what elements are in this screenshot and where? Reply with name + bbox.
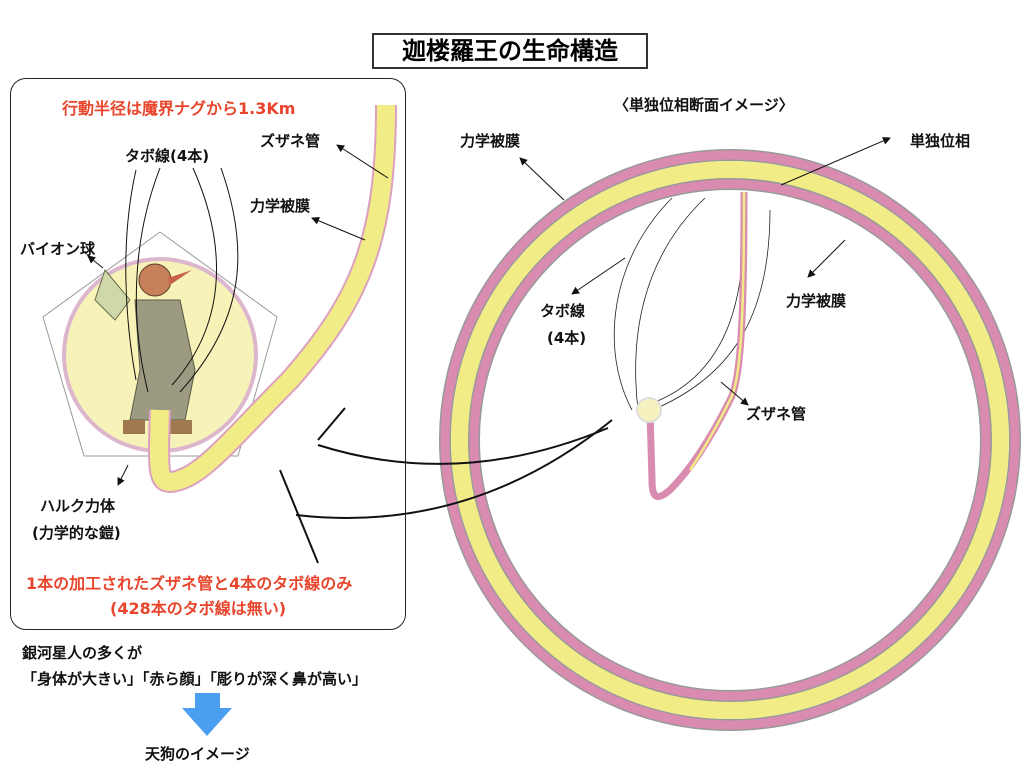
label-hulk-2: (力学的な鎧) [32, 524, 121, 542]
bottom-line-1: 銀河星人の多くが [22, 644, 143, 662]
label-hulk-1: ハルク力体 [40, 497, 116, 515]
phase-ring [439, 149, 1021, 731]
label-membrane-left: 力学被膜 [250, 197, 311, 215]
right-heading: 〈単独位相断面イメージ〉 [614, 96, 794, 114]
note-2: (428本のタボ線は無い) [110, 599, 287, 618]
label-membrane-outer: 力学被膜 [460, 132, 521, 150]
label-tabo-left: タボ線(4本) [125, 147, 210, 165]
label-membrane-inner: 力学被膜 [786, 292, 847, 310]
note-1: 1本の加工されたズザネ管と4本のタボ線のみ [26, 574, 353, 593]
left-panel [10, 78, 406, 630]
label-tabo-right-1: タボ線 [540, 302, 586, 320]
bottom-line-2: 「身体が大きい」「赤ら顔」「彫りが深く鼻が高い」 [22, 670, 368, 688]
label-tabo-right-2: (4本) [547, 329, 587, 347]
down-arrow-icon [182, 693, 232, 736]
connector-lines [279, 407, 613, 564]
range-note: 行動半径は魔界ナグから1.3Km [62, 99, 296, 118]
label-zuzane-left: ズザネ管 [260, 132, 321, 150]
label-bion: バイオン球 [20, 240, 96, 258]
label-zuzane-right: ズザネ管 [746, 405, 807, 423]
bottom-result: 天狗のイメージ [145, 745, 250, 763]
label-phase: 単独位相 [910, 132, 971, 150]
tengu-figure [94, 263, 196, 434]
zuzane-tube-right [646, 191, 748, 500]
bion-sphere-right [636, 397, 662, 423]
page-title: 迦楼羅王の生命構造 [372, 33, 648, 69]
tabo-lines-left [125, 167, 239, 393]
